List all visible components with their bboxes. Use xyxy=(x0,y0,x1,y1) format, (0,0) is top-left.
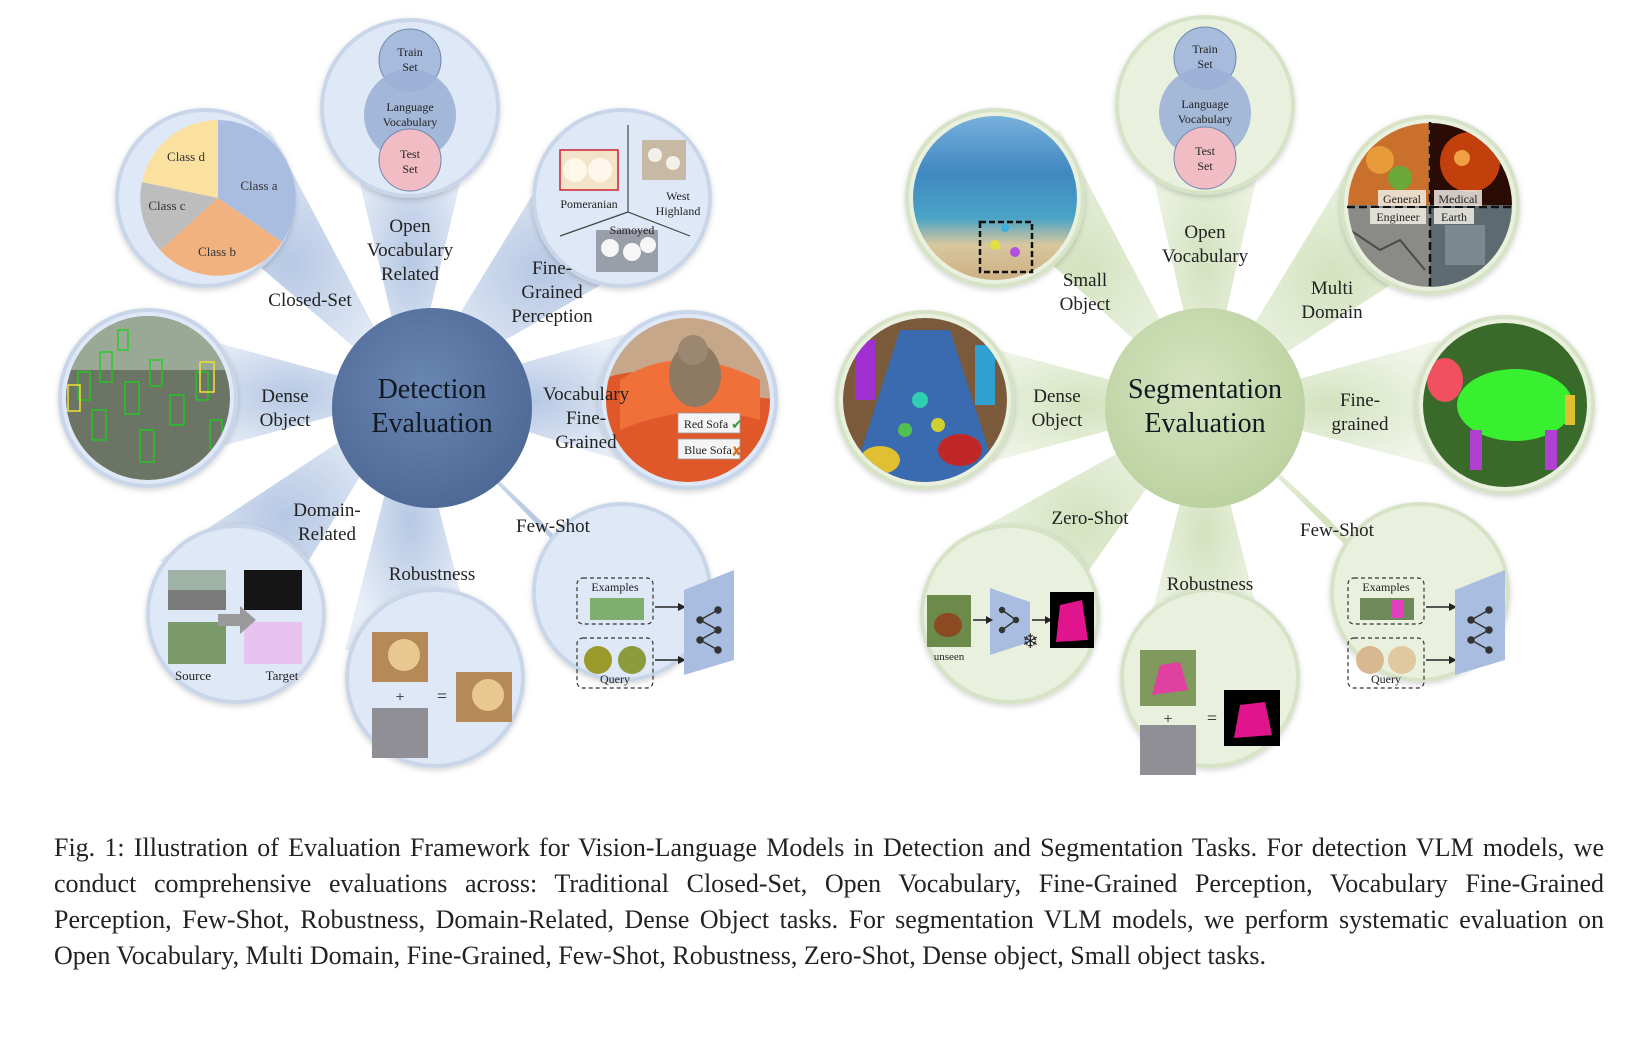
domain-label: Source xyxy=(175,668,211,683)
det-circle-few-shot xyxy=(532,502,734,689)
det-circle-closed-set xyxy=(115,108,296,288)
pie-slice-label: Class a xyxy=(240,178,277,193)
svg-text:❄: ❄ xyxy=(1022,629,1039,653)
plus-sign: + xyxy=(1163,711,1172,728)
domain-label: Engineer xyxy=(1376,210,1419,224)
fewshot-label: Examples xyxy=(591,580,639,594)
figure: ✔ ✘ xyxy=(58,15,1595,775)
segmentation-wheel: ❄ xyxy=(835,15,1595,775)
det-circle-robustness xyxy=(345,588,525,768)
fine-label: Pomeranian xyxy=(560,197,617,211)
det-center xyxy=(332,308,532,508)
pie-slice-label: Class d xyxy=(167,149,205,164)
seg-task-label: Few-Shot xyxy=(1300,520,1375,541)
seg-circle-open-vocab xyxy=(1115,15,1295,195)
det-petal-robustness xyxy=(345,395,475,650)
det-circle-open-vocab xyxy=(320,18,500,198)
det-circle-fine-grained xyxy=(532,108,712,288)
fine-label: Samoyed xyxy=(610,223,655,237)
fewshot-label: Query xyxy=(1371,672,1401,686)
fewshot-label: Examples xyxy=(1362,580,1410,594)
det-task-label: Closed-Set xyxy=(268,290,352,311)
vocab-option: Red Sofa xyxy=(684,417,729,431)
seg-petal-dense xyxy=(960,340,1205,470)
pie-slice-label: Class c xyxy=(148,198,185,213)
svg-text:✘: ✘ xyxy=(731,444,743,460)
seg-task-label: Robustness xyxy=(1167,574,1254,595)
fewshot-label: Query xyxy=(600,672,630,686)
vocab-option: Blue Sofa xyxy=(684,443,732,457)
detection-wheel: ✔ ✘ xyxy=(58,18,778,768)
det-task-label: Few-Shot xyxy=(516,516,591,537)
seg-circle-small-object xyxy=(905,108,1085,288)
domain-label: General xyxy=(1383,192,1422,206)
seg-petal-fine xyxy=(1205,340,1450,470)
figure-caption: Fig. 1: Illustration of Evaluation Frame… xyxy=(54,833,1604,970)
seg-circle-zero-shot: ❄ xyxy=(920,524,1100,704)
seg-task-label: Zero-Shot xyxy=(1051,508,1129,529)
zeroshot-label: unseen xyxy=(934,651,965,663)
seg-petal-open-vocab xyxy=(1140,120,1270,405)
seg-circle-few-shot xyxy=(1330,502,1510,689)
det-circle-dense xyxy=(58,308,238,488)
domain-label: Target xyxy=(266,668,299,683)
seg-task-label: Fine-grained xyxy=(1332,390,1389,435)
seg-center xyxy=(1105,308,1305,508)
det-circle-domain xyxy=(146,524,326,704)
det-task-label: Robustness xyxy=(389,564,476,585)
seg-circle-multi-domain xyxy=(1340,115,1520,295)
svg-text:✔: ✔ xyxy=(731,417,743,433)
domain-label: Medical xyxy=(1438,192,1478,206)
plus-sign: + xyxy=(395,689,404,706)
evaluation-framework-diagram: ✔ ✘ xyxy=(58,15,1595,775)
det-circle-vocab-fine: ✔ ✘ xyxy=(598,310,778,490)
seg-circle-robustness xyxy=(1120,588,1300,775)
pie-slice-label: Class b xyxy=(198,244,236,259)
det-task-label: Domain-Related xyxy=(293,500,361,545)
equals-sign: = xyxy=(437,686,447,706)
seg-circle-dense xyxy=(835,310,1015,490)
equals-sign: = xyxy=(1207,708,1217,728)
domain-label: Earth xyxy=(1441,210,1467,224)
seg-circle-fine-grained xyxy=(1415,315,1595,495)
